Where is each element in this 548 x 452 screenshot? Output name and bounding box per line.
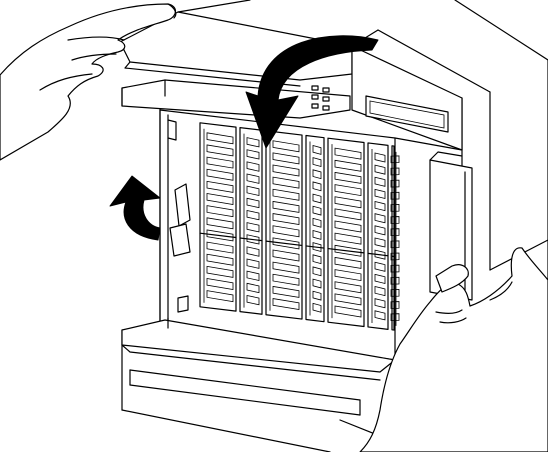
drive-column [199,122,237,312]
status-led [311,103,319,109]
operator-panel [311,29,463,151]
drive-bay-columns [199,122,400,331]
bezel-latch [167,119,191,313]
drive-column [265,130,303,320]
status-led [322,105,330,111]
curved-arrow-up-icon [109,175,161,241]
curved-arrow-down-icon [245,35,379,149]
drive-column [390,145,400,331]
drive-column [367,142,389,330]
status-led [311,94,319,100]
right-hand-icon [359,247,548,452]
status-led [311,85,319,91]
status-led-grid [311,85,330,111]
status-led [322,87,330,93]
bezel-top [119,11,353,119]
drive-column [327,137,365,328]
drive-column [239,127,263,315]
status-led [322,96,330,102]
display-window [365,95,449,133]
drive-column [305,134,325,323]
bezel-bottom-lip [121,317,396,381]
left-hand-icon [0,3,177,161]
drive-bay [159,109,400,361]
